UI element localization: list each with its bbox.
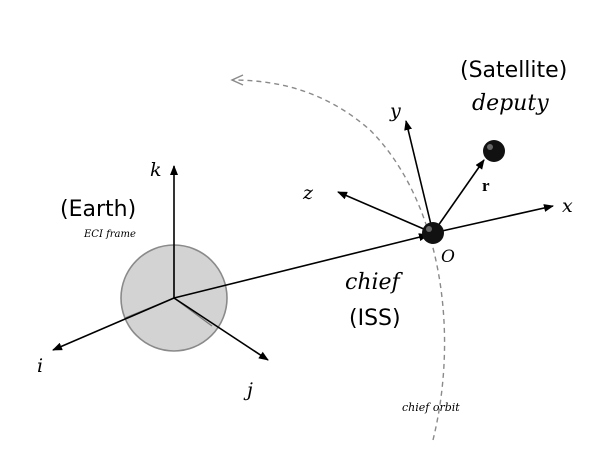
axis-y-arrow <box>404 120 434 234</box>
axis-z-arrow <box>337 191 434 234</box>
axis-i-label: i <box>37 355 43 377</box>
axis-j-arrow <box>173 297 269 361</box>
axis-x-label: x <box>562 195 573 217</box>
deputy-highlight <box>487 144 493 150</box>
chief-highlight <box>426 226 432 232</box>
earth-label: (Earth) <box>60 197 136 222</box>
origin-label: O <box>441 247 455 267</box>
axis-z-label: z <box>302 182 314 204</box>
iss-label: (ISS) <box>349 306 401 331</box>
chief-orbit-label: chief orbit <box>402 401 460 414</box>
satellite-label: (Satellite) <box>460 58 567 83</box>
r-vector-label: r <box>482 176 490 195</box>
eci-frame-label: ECI frame <box>83 229 136 240</box>
deputy-body <box>483 140 505 162</box>
chief-body <box>422 222 444 244</box>
deputy-label: deputy <box>472 91 549 116</box>
axis-y-label: y <box>389 100 401 122</box>
chief-orbit-path <box>230 74 446 441</box>
axis-k-label: k <box>150 159 162 181</box>
relative-position-vector <box>432 159 485 234</box>
chief-label: chief <box>345 270 404 295</box>
axis-j-label: j <box>243 379 253 401</box>
chief-position-vector <box>173 233 429 299</box>
axis-i-arrow <box>52 297 175 351</box>
axis-x-arrow <box>432 204 554 234</box>
